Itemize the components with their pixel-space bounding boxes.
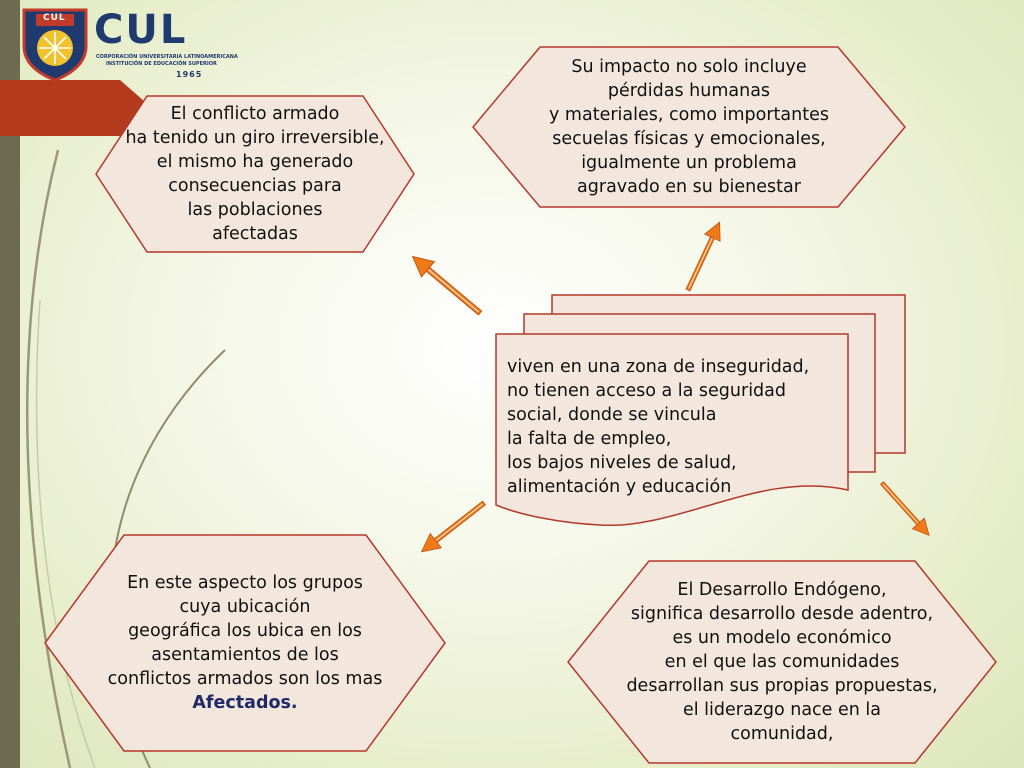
hexagon-top-right: Su impacto no solo incluye pérdidas huma… — [472, 46, 906, 208]
logo-year: 1965 — [176, 70, 203, 79]
hexagon-bottom-left-text: En este aspecto los grupos cuya ubicació… — [107, 573, 383, 713]
logo-line-1: CORPORACIÓN UNIVERSITARIA LATINOAMERICAN… — [96, 54, 238, 60]
hexagon-top-right-text: Su impacto no solo incluye pérdidas huma… — [549, 57, 829, 197]
emphasis-word: Afectados. — [192, 693, 298, 713]
sidebar-stripe — [0, 0, 20, 768]
logo-line-2: INSTITUCIÓN DE EDUCACIÓN SUPERIOR — [106, 61, 217, 67]
center-document-text: viven en una zona de inseguridad, no tie… — [507, 357, 810, 497]
arrow-to-top-left — [405, 248, 488, 322]
shield-emblem-icon — [22, 8, 88, 82]
cul-logo: CUL CUL CORPORACIÓN UNIVERSITARIA LATINO… — [20, 6, 238, 82]
arrow-to-bottom-right — [875, 477, 936, 542]
arrow-to-top-right — [679, 218, 728, 295]
shield-label: CUL — [43, 13, 66, 23]
hexagon-bottom-right-text: El Desarrollo Endógeno, significa desarr… — [626, 580, 938, 744]
title-tab — [0, 80, 152, 136]
hexagon-bottom-right: El Desarrollo Endógeno, significa desarr… — [567, 560, 997, 764]
hexagon-top-left: El conflicto armado ha tenido un giro ir… — [95, 95, 415, 253]
hexagon-bottom-left: En este aspecto los grupos cuya ubicació… — [44, 534, 446, 752]
logo-acronym: CUL — [94, 7, 188, 53]
hexagon-top-left-text: El conflicto armado ha tenido un giro ir… — [125, 104, 385, 244]
